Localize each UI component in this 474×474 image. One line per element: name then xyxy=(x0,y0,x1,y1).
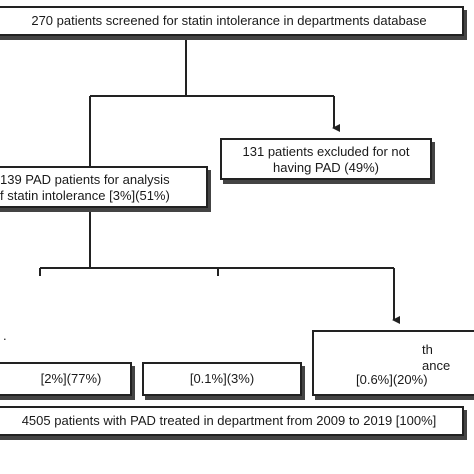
middle-outcome-value: [0.1%](3%) xyxy=(189,371,255,386)
screened-text: 270 patients screened for statin intoler… xyxy=(31,13,427,28)
middle-outcome-box: [0.1%](3%) xyxy=(142,362,302,396)
excluded-line-2: having PAD (49%) xyxy=(273,160,379,175)
pad-analysis-line-2: f statin intolerance [3%](51%) xyxy=(0,188,170,203)
excluded-box: 131 patients excluded for not having PAD… xyxy=(220,138,432,180)
total-patients-text: 4505 patients with PAD treated in depart… xyxy=(21,413,437,428)
left-outcome-box: [2%](77%) xyxy=(0,362,132,396)
excluded-line-1: 131 patients excluded for not xyxy=(242,144,410,159)
right-outcome-value: [0.6%](20%) xyxy=(356,372,428,387)
total-patients-box: 4505 patients with PAD treated in depart… xyxy=(0,406,464,436)
screened-box: 270 patients screened for statin intoler… xyxy=(0,6,464,36)
pad-analysis-box: 139 PAD patients for analysis f statin i… xyxy=(0,166,208,208)
left-text-fragment: . xyxy=(3,328,7,343)
right-outcome-fragment-1: th xyxy=(422,342,433,357)
left-outcome-value: [2%](77%) xyxy=(40,371,102,386)
right-outcome-fragment-2: ance xyxy=(422,358,451,373)
right-outcome-box: th ance [0.6%](20%) xyxy=(312,330,474,396)
pad-analysis-line-1: 139 PAD patients for analysis xyxy=(0,172,170,187)
